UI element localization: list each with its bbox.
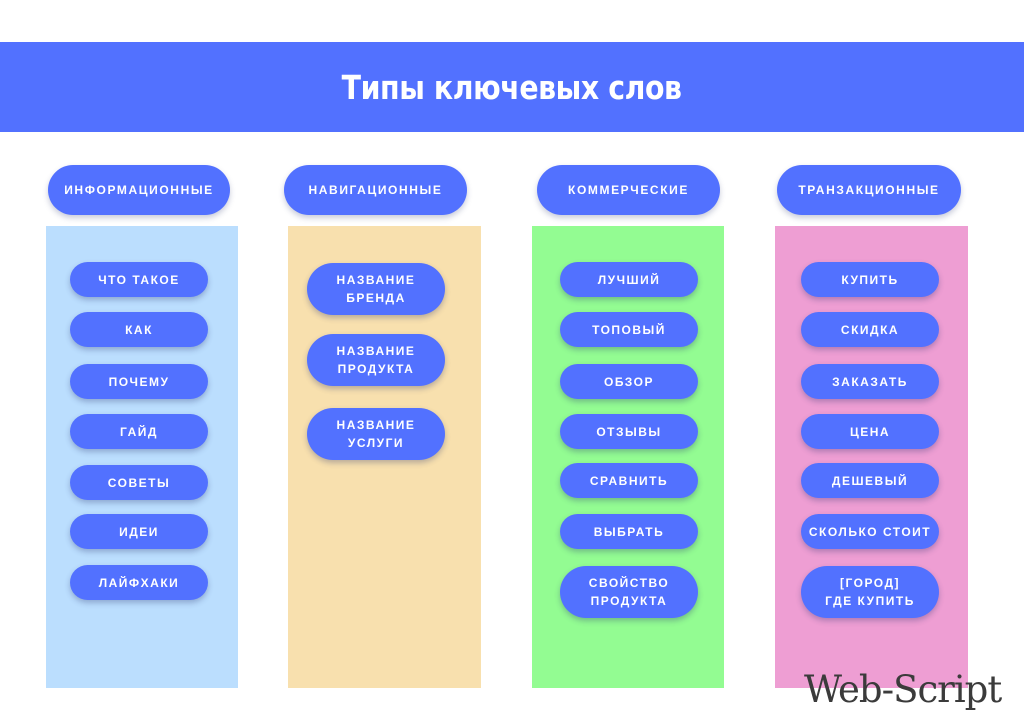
keyword-chip: ПОЧЕМУ [70,364,208,399]
keyword-chip-line: УСЛУГИ [347,436,405,450]
keyword-chip-line: ИДЕИ [119,524,159,539]
keyword-chip-line: БРЕНДА [346,291,406,305]
keyword-chip: ЛАЙФХАКИ [70,565,208,600]
keyword-chip-line: СРАВНИТЬ [589,473,669,488]
keyword-chip-line: ЧТО ТАКОЕ [98,272,180,287]
keyword-chip: СОВЕТЫ [70,465,208,500]
keyword-chip-line: ГДЕ КУПИТЬ [825,594,915,608]
keyword-chip: НАЗВАНИЕ УСЛУГИ [307,408,445,460]
keyword-chip-line: ОТЗЫВЫ [596,424,662,439]
keyword-chip-line: ПРОДУКТА [337,362,415,376]
keyword-chip-line: СОВЕТЫ [107,475,171,490]
keyword-chip: [ГОРОД] ГДЕ КУПИТЬ [801,566,939,618]
keyword-chip-line: ПОЧЕМУ [108,374,170,389]
keyword-chip-line: КУПИТЬ [841,272,899,287]
keyword-chip: ОТЗЫВЫ [560,414,698,449]
keyword-chip: ТОПОВЫЙ [560,312,698,347]
keyword-chip-line: СКОЛЬКО СТОИТ [808,524,932,539]
keyword-chip-line: ЗАКАЗАТЬ [832,374,908,389]
keyword-chip-line: ЦЕНА [849,424,891,439]
keyword-chip-line: ТОПОВЫЙ [592,322,666,337]
keyword-chip: КУПИТЬ [801,262,939,297]
title-banner: Типы ключевых слов [0,42,1024,132]
keyword-chip-line: ДЕШЕВЫЙ [831,473,909,488]
keyword-chip-line: НАЗВАНИЕ [336,273,416,287]
keyword-chip-line: ГАЙД [120,424,158,439]
keyword-chip: КАК [70,312,208,347]
keyword-chip: ЗАКАЗАТЬ [801,364,939,399]
keyword-chip: СКИДКА [801,312,939,347]
keyword-chip: СКОЛЬКО СТОИТ [801,514,939,549]
keyword-chip: СРАВНИТЬ [560,463,698,498]
keyword-chip-line: ВЫБРАТЬ [593,524,665,539]
keyword-chip-line: НАЗВАНИЕ [336,418,416,432]
keyword-chip-line: ПРОДУКТА [590,594,668,608]
keyword-chip-line: [ГОРОД] [839,576,901,590]
keyword-chip: ВЫБРАТЬ [560,514,698,549]
keyword-chip-line: ЛУЧШИЙ [597,272,661,287]
keyword-chip: ЦЕНА [801,414,939,449]
keyword-chip: ОБЗОР [560,364,698,399]
keyword-chip: ИДЕИ [70,514,208,549]
panel-informational [46,226,238,688]
keyword-chip: ЧТО ТАКОЕ [70,262,208,297]
keyword-chip-line: СВОЙСТВО [588,576,670,590]
watermark-logo: Web-Script [804,668,1002,711]
header-informational: ИНФОРМАЦИОННЫЕ [48,165,230,215]
keyword-chip: НАЗВАНИЕ БРЕНДА [307,263,445,315]
header-navigational: НАВИГАЦИОННЫЕ [284,165,467,215]
keyword-chip-line: НАЗВАНИЕ [336,344,416,358]
keyword-chip-line: ОБЗОР [604,374,654,389]
keyword-chip-line: ЛАЙФХАКИ [98,575,180,590]
page-title: Типы ключевых слов [342,67,682,107]
keyword-chip: НАЗВАНИЕ ПРОДУКТА [307,334,445,386]
keyword-chip: ЛУЧШИЙ [560,262,698,297]
keyword-chip-line: КАК [125,322,153,337]
keyword-chip-line: СКИДКА [840,322,900,337]
keyword-chip: СВОЙСТВО ПРОДУКТА [560,566,698,618]
header-commercial: КОММЕРЧЕСКИЕ [537,165,720,215]
keyword-chip: ДЕШЕВЫЙ [801,463,939,498]
header-transactional: ТРАНЗАКЦИОННЫЕ [777,165,961,215]
keyword-chip: ГАЙД [70,414,208,449]
